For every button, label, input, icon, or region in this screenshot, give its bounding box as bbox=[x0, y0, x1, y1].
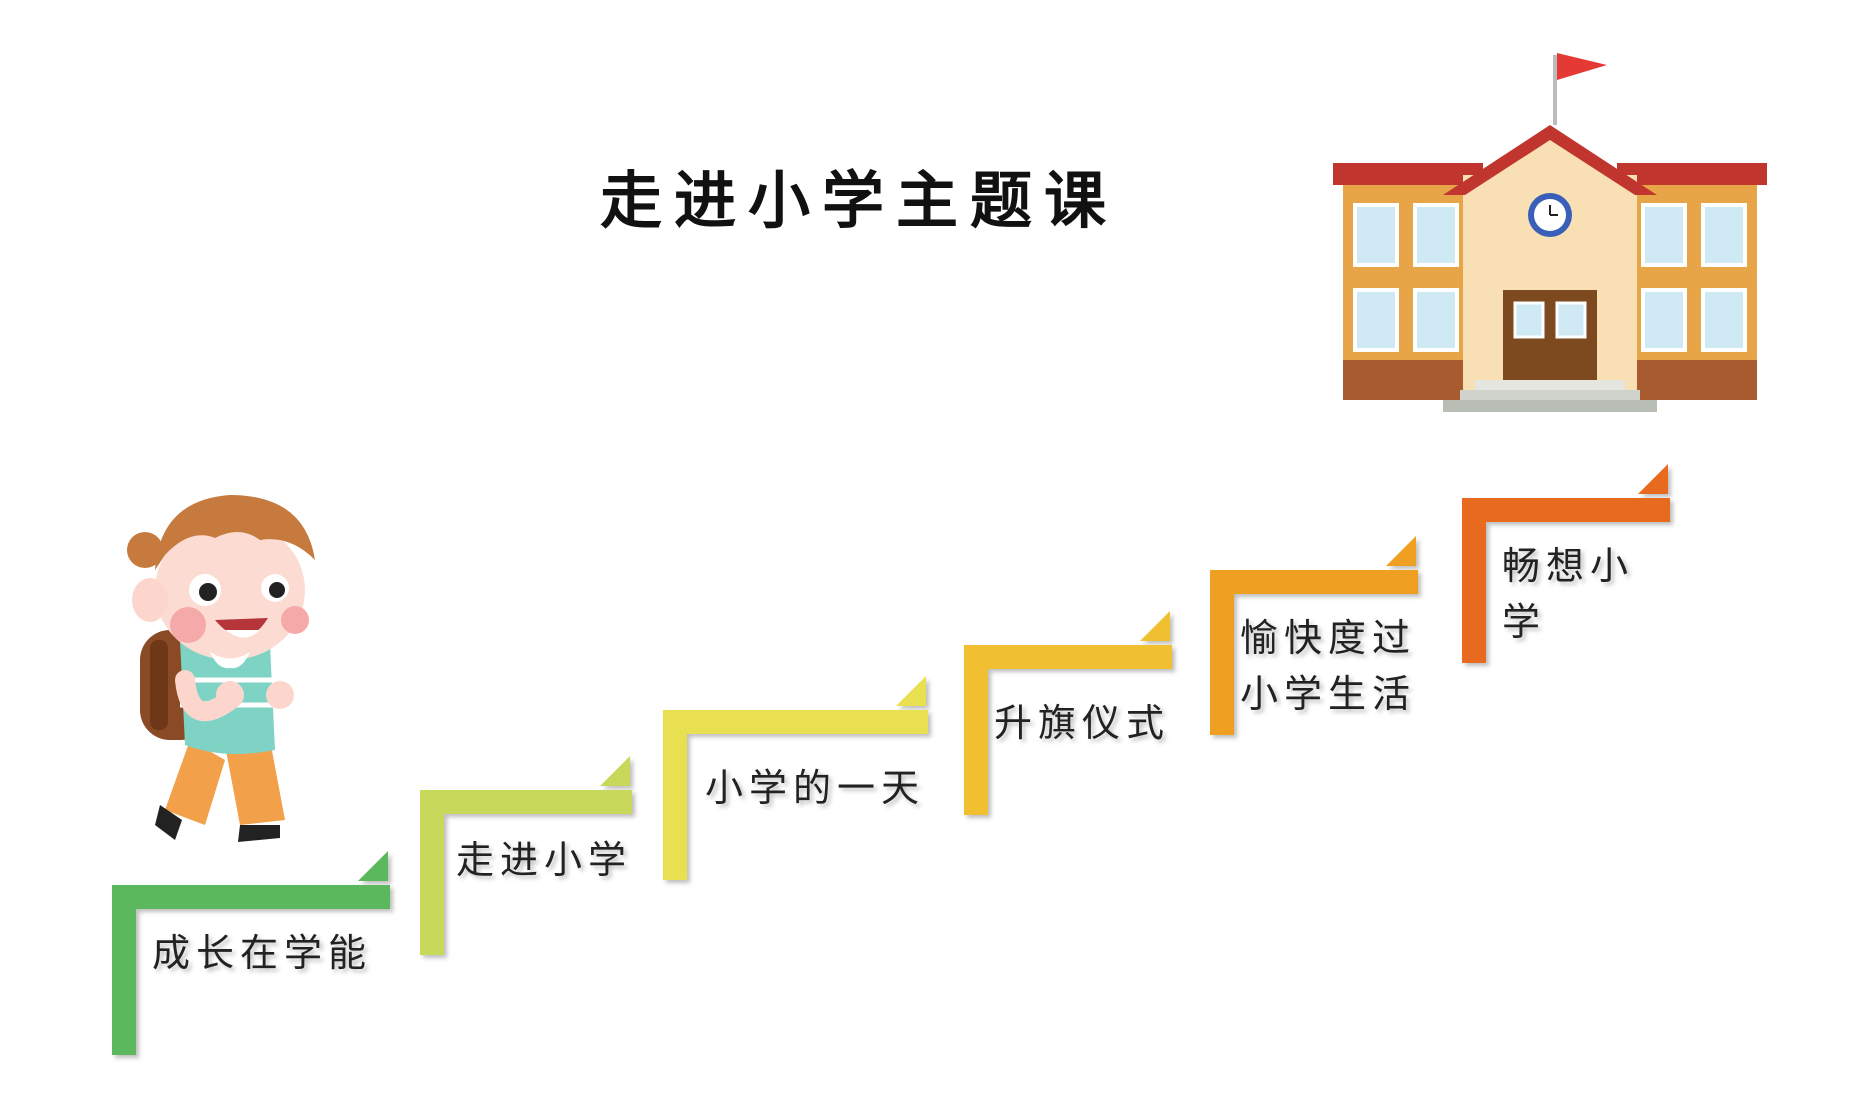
boy-with-backpack-icon bbox=[120, 480, 320, 859]
step-3-bar bbox=[663, 710, 928, 734]
page-title: 走进小学主题课 bbox=[600, 164, 1119, 237]
step-6: 畅想小学 bbox=[1462, 464, 1674, 663]
step-5-label: 愉快度过 小学生活 bbox=[1240, 616, 1417, 716]
step-4-notch bbox=[1140, 611, 1170, 641]
step-3-label: 小学的一天 bbox=[705, 766, 926, 810]
step-4-post bbox=[964, 645, 988, 815]
step-1-notch bbox=[358, 851, 388, 881]
step-5: 愉快度过 小学生活 bbox=[1210, 536, 1422, 735]
step-2-notch bbox=[600, 756, 630, 786]
step-4-label: 升旗仪式 bbox=[994, 701, 1171, 745]
step-2-bar bbox=[420, 790, 632, 814]
step-2-post bbox=[420, 790, 444, 955]
step-6-bar bbox=[1462, 498, 1670, 522]
step-3-notch bbox=[896, 676, 926, 706]
step-5-bar bbox=[1210, 570, 1418, 594]
step-2: 走进小学 bbox=[420, 756, 635, 955]
step-4: 升旗仪式 bbox=[964, 611, 1174, 815]
step-1-post bbox=[112, 885, 136, 1055]
step-1-label: 成长在学能 bbox=[152, 931, 373, 975]
step-2-label: 走进小学 bbox=[456, 838, 633, 882]
school-building-icon bbox=[1325, 45, 1775, 429]
step-5-notch bbox=[1386, 536, 1416, 566]
step-5-post bbox=[1210, 570, 1234, 735]
step-1: 成长在学能 bbox=[112, 851, 392, 1055]
step-6-post bbox=[1462, 498, 1486, 663]
step-4-bar bbox=[964, 645, 1172, 669]
step-3-post bbox=[663, 710, 687, 880]
step-1-bar bbox=[112, 885, 390, 909]
step-6-label: 畅想小学 bbox=[1502, 544, 1635, 644]
step-6-notch bbox=[1638, 464, 1668, 494]
step-3: 小学的一天 bbox=[663, 676, 931, 880]
